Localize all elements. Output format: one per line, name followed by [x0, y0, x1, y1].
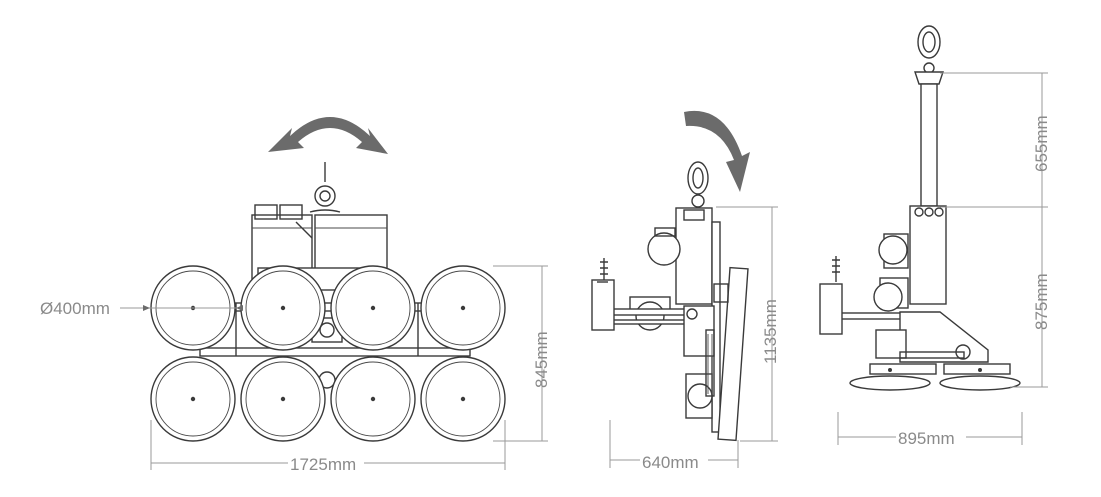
suction-pad [420, 265, 506, 351]
suction-pad [330, 265, 416, 351]
suction-pad [420, 356, 506, 442]
front-width-label: 1725mm [290, 455, 356, 474]
side-body [591, 207, 749, 442]
tilted-suction-pads [849, 363, 1021, 391]
tilted-upper-height-label: 655mm [1032, 115, 1051, 172]
pad-diameter-label: Ø400mm [40, 299, 110, 318]
front-height-label: 845mm [532, 331, 551, 388]
side-width-dimension: 640mm [609, 420, 739, 472]
tilted-body [819, 205, 989, 363]
suction-pad [150, 356, 236, 442]
side-view: 1135mm 640mm [591, 110, 780, 472]
tilted-lower-height-label: 875mm [1032, 273, 1051, 330]
tilt-arrow-icon [684, 110, 750, 192]
tilted-width-label: 895mm [898, 429, 955, 448]
side-height-label: 1135mm [761, 299, 780, 364]
tilted-view: 655mm 875mm 895mm [819, 25, 1051, 448]
side-lifting-eye [687, 161, 709, 208]
front-pad-diameter-dimension: Ø400mm [40, 299, 243, 318]
tilted-lower-height-dimension: 875mm [1010, 207, 1051, 388]
rotate-double-arrow-icon [268, 117, 388, 154]
side-width-label: 640mm [642, 453, 699, 472]
tilted-upper-height-dimension: 655mm [940, 72, 1051, 208]
front-suction-pads [150, 265, 506, 442]
tilted-lifting-arm [920, 83, 938, 207]
suction-pad [330, 356, 416, 442]
side-height-dimension: 1135mm [716, 206, 780, 442]
suction-pad [240, 356, 326, 442]
front-view: Ø400mm 845mm 1725mm [40, 117, 551, 474]
suction-pad [240, 265, 326, 351]
tilted-width-dimension: 895mm [837, 412, 1023, 448]
front-width-dimension: 1725mm [150, 420, 506, 474]
front-lifting-eye [309, 162, 341, 213]
tilted-lifting-eye [914, 25, 944, 85]
front-height-dimension: 845mm [493, 265, 551, 442]
